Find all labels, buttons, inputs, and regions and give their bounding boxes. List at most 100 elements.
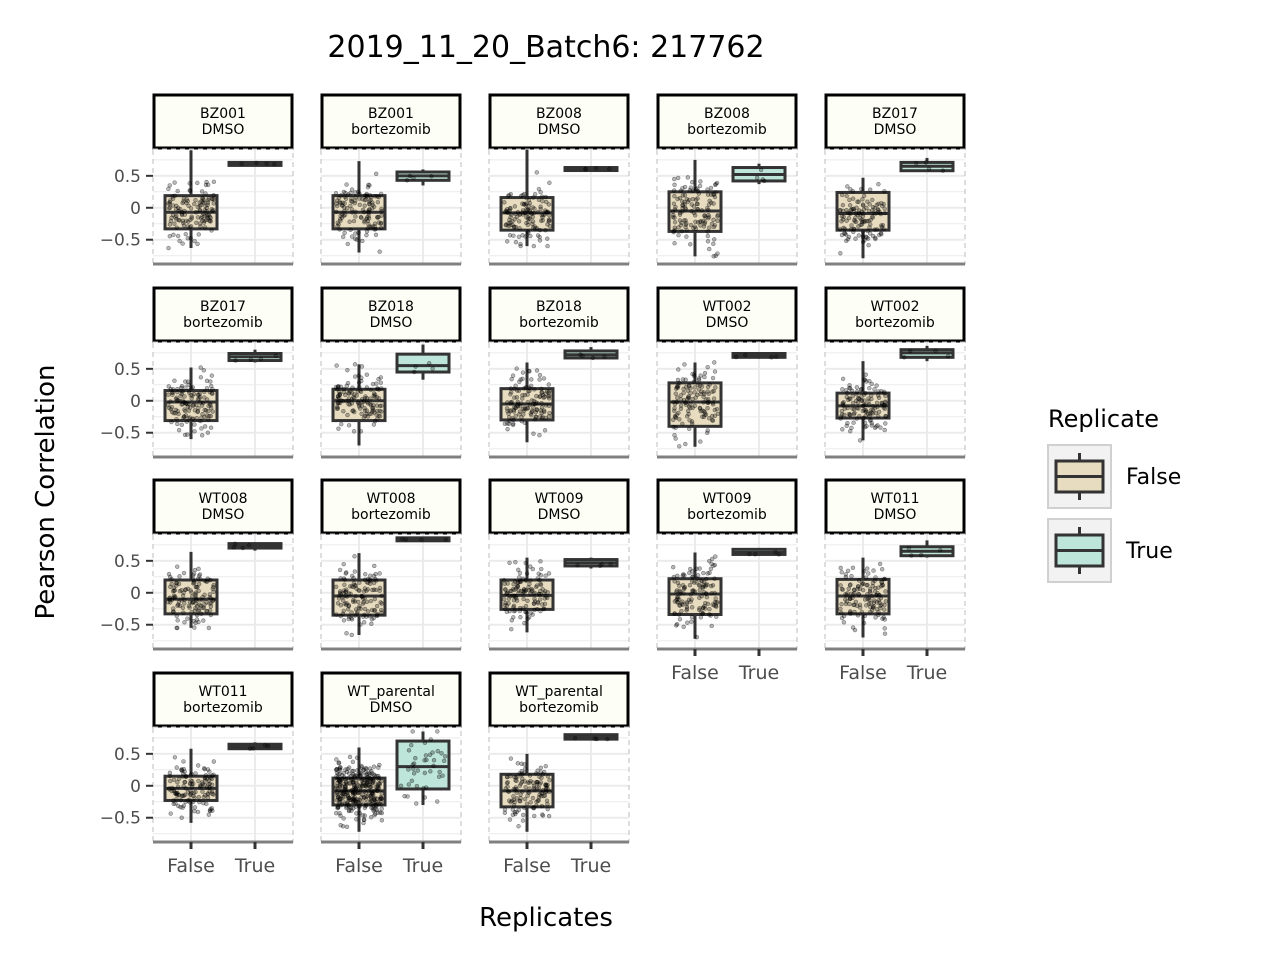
false-point: [187, 800, 193, 805]
false-point: [196, 619, 201, 625]
false-point: [541, 793, 546, 799]
false-point: [171, 798, 176, 803]
false-point: [202, 424, 208, 429]
facet-label: BZ001: [368, 106, 414, 122]
false-point: [183, 799, 188, 805]
false-point: [541, 409, 547, 415]
false-point: [356, 800, 361, 805]
false-point: [358, 772, 363, 778]
false-point: [359, 763, 364, 769]
false-point: [345, 205, 350, 211]
false-point: [350, 385, 355, 390]
false-point: [851, 206, 856, 212]
false-point: [712, 576, 717, 581]
false-point: [540, 415, 545, 421]
false-point: [335, 775, 341, 780]
false-point: [176, 776, 182, 782]
false-point: [528, 778, 533, 784]
false-point: [698, 219, 704, 224]
false-point: [694, 201, 700, 207]
false-point: [338, 779, 343, 784]
false-point: [851, 592, 856, 597]
false-point: [189, 782, 195, 787]
false-point: [171, 801, 176, 807]
false-point: [378, 221, 383, 226]
false-point: [335, 406, 341, 411]
false-point: [843, 572, 849, 577]
false-point: [850, 625, 856, 630]
false-point: [374, 386, 380, 391]
false-point: [370, 224, 375, 229]
false-point: [180, 793, 185, 799]
false-point: [352, 613, 358, 618]
false-point: [513, 593, 518, 599]
false-point: [200, 400, 206, 406]
false-point: [695, 196, 700, 201]
false-point: [338, 822, 343, 828]
false-point: [168, 386, 174, 392]
false-point: [360, 596, 366, 601]
false-point: [341, 588, 347, 593]
false-point: [204, 801, 209, 807]
false-point: [508, 214, 513, 220]
false-point: [673, 391, 678, 396]
facet-strip: [320, 286, 462, 343]
false-point: [360, 601, 366, 606]
false-point: [507, 798, 512, 803]
false-point: [673, 436, 678, 441]
false-point: [516, 219, 522, 224]
false-point: [711, 396, 717, 401]
false-point: [524, 610, 529, 615]
false-point: [840, 427, 845, 432]
false-point: [846, 586, 851, 591]
true-point: [413, 756, 418, 761]
false-point: [523, 234, 528, 239]
false-point: [359, 794, 364, 800]
true-point: [247, 746, 253, 751]
false-point: [700, 610, 706, 616]
false-point: [171, 609, 176, 614]
false-point: [849, 425, 854, 431]
false-point: [846, 397, 851, 402]
false-point: [367, 224, 372, 229]
false-point: [369, 621, 374, 627]
false-point: [343, 779, 349, 784]
false-point: [191, 579, 197, 584]
false-point: [191, 403, 196, 408]
false-point: [855, 613, 861, 618]
false-point: [185, 798, 191, 803]
false-point: [354, 393, 359, 398]
false-point: [543, 209, 549, 215]
false-point: [677, 617, 683, 622]
false-point: [532, 599, 538, 604]
false-point: [364, 588, 369, 593]
false-point: [711, 241, 716, 247]
false-point: [864, 409, 869, 415]
false-point: [880, 403, 885, 408]
false-point: [205, 430, 211, 435]
false-point: [511, 608, 517, 614]
false-point: [839, 214, 845, 219]
false-point: [525, 392, 530, 397]
false-point: [680, 583, 686, 588]
false-point: [170, 194, 175, 199]
false-point: [537, 597, 543, 602]
false-point: [877, 600, 882, 605]
false-point: [337, 777, 342, 782]
false-point: [688, 185, 694, 190]
false-point: [186, 603, 192, 609]
false-point: [366, 207, 372, 213]
false-point: [876, 612, 881, 618]
false-point: [882, 402, 887, 408]
false-point: [338, 193, 344, 198]
false-point: [880, 616, 885, 621]
false-point: [347, 754, 353, 760]
false-point: [374, 603, 380, 609]
false-point: [525, 793, 530, 798]
true-point: [411, 771, 417, 776]
false-point: [865, 582, 870, 588]
false-point: [879, 401, 885, 406]
false-point: [199, 189, 205, 194]
false-point: [334, 766, 339, 772]
false-point: [338, 213, 343, 218]
